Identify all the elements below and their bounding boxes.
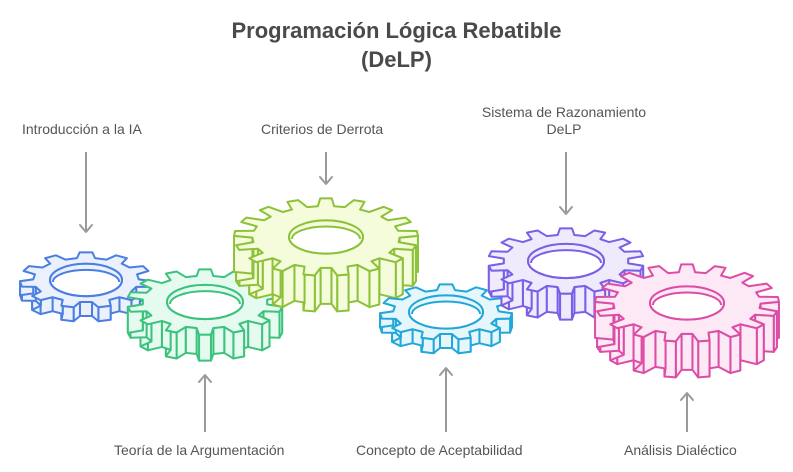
gear-hole-wall: [167, 284, 243, 304]
gear-side-face: [755, 323, 765, 366]
gear-criterios-derrota: [233, 197, 419, 313]
gear-hole-inner-edge: [651, 291, 723, 306]
title-line-1: Programación Lógica Rebatible: [231, 18, 562, 43]
gear-side-face: [368, 267, 381, 309]
gear-side-face: [438, 333, 454, 350]
gear-side-face: [97, 304, 112, 323]
gear-hole-wall: [528, 243, 604, 263]
gear-hole-wall: [409, 295, 483, 314]
label-concepto-aceptabilidad: Concepto de Aceptabilidad: [356, 442, 523, 458]
arrow-teoria-argumentacion: [319, 152, 333, 185]
gear-hole-rim: [649, 285, 725, 321]
arrow-sistema-razonamiento: [439, 367, 453, 432]
arrow-concepto-aceptabilidad: [198, 374, 212, 432]
label-sistema-line-1: Sistema de Razonamiento: [481, 104, 647, 120]
gear-hole-inner-edge: [169, 290, 241, 305]
gear-side-face: [394, 257, 404, 300]
gear-side-face: [198, 333, 212, 362]
gear-side-face: [573, 284, 587, 314]
gear-side-face: [457, 336, 472, 355]
gear-hole-rim: [527, 242, 605, 280]
gear-hole-rim: [408, 294, 484, 330]
gear-side-face: [78, 301, 94, 318]
gear-side-face: [559, 292, 573, 321]
gear-hole-rim: [49, 262, 123, 298]
arrow-analisis-dialectico: [680, 392, 694, 432]
label-analisis-dialectico: Análisis Dialéctico: [624, 442, 737, 458]
gear-side-face: [680, 332, 694, 371]
label-sistema-line-2: DeLP: [546, 121, 582, 137]
arrow-intro-ia: [79, 152, 93, 233]
gear-concepto-aceptabilidad: [379, 283, 513, 355]
arrow-head-icon: [198, 374, 212, 383]
gear-side-face: [697, 339, 711, 379]
gear-side-face: [212, 325, 226, 355]
arrow-criterios-derrota: [559, 152, 573, 215]
arrow-head-icon: [319, 176, 333, 185]
gear-side-face: [247, 319, 264, 352]
gear-side-face: [739, 323, 758, 366]
gear-hole-wall: [50, 263, 122, 282]
gear-side-face: [336, 273, 350, 313]
arrow-head-icon: [680, 392, 694, 401]
gear-side-face: [319, 266, 333, 305]
arrow-head-icon: [439, 367, 453, 376]
label-sistema-razonamiento: Sistema de Razonamiento DeLP: [474, 104, 654, 138]
gear-side-face: [184, 325, 198, 355]
gear-hole-inner-edge: [51, 268, 121, 283]
gear-side-face: [378, 257, 397, 300]
arrow-head-icon: [79, 224, 93, 233]
gear-side-face: [545, 284, 559, 314]
arrow-head-icon: [559, 206, 573, 215]
diagram-title: Programación Lógica Rebatible (DeLP): [0, 16, 793, 74]
gear-hole-inner-edge: [530, 249, 602, 264]
gear-side-face: [261, 319, 271, 352]
gear-side-face: [233, 234, 254, 275]
title-line-2: (DeLP): [361, 47, 432, 72]
gear-hole-rim: [166, 283, 244, 321]
gear-side-face: [729, 333, 742, 375]
label-intro-ia: Introducción a la IA: [22, 121, 142, 137]
gear-hole-inner-edge: [410, 300, 482, 315]
label-criterios-derrota: Criterios de Derrota: [261, 121, 384, 137]
gear-hole-wall: [650, 286, 724, 305]
gear-side-face: [232, 329, 246, 360]
gear-analisis-dialectico: [594, 263, 780, 379]
gear-hole-inner-edge: [290, 225, 362, 240]
gear-hole-wall: [289, 220, 363, 239]
gear-hole-rim: [288, 219, 364, 255]
label-teoria-argumentacion: Teoría de la Argumentación: [114, 442, 285, 458]
gear-side-face: [594, 300, 615, 341]
